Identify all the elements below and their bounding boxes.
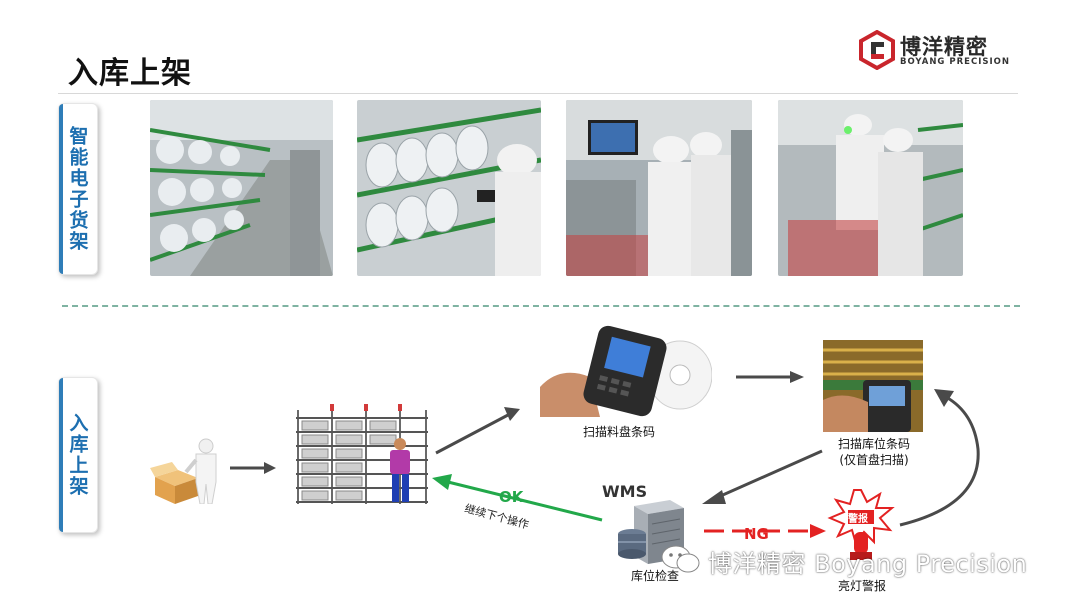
wechat-watermark-icon xyxy=(661,545,700,573)
arrow-to-wms-icon xyxy=(702,449,823,504)
wms-label: WMS xyxy=(602,482,648,501)
boyang-logo-icon xyxy=(859,30,895,70)
scan-location-photo xyxy=(823,340,923,432)
shelf-rack-icon xyxy=(296,404,428,504)
photo-scanning-reels xyxy=(357,100,541,276)
handheld-scanner-reel-icon xyxy=(540,325,712,417)
section-tab-smart-shelf-label: 智能电子货架 xyxy=(66,126,89,252)
scan-location-label: 扫描库位条码 (仅首盘扫描) xyxy=(820,436,928,468)
section-tab-inbound-label: 入库上架 xyxy=(66,413,89,497)
section-tab-smart-shelf: 智能电子货架 xyxy=(58,103,98,275)
worker-with-box-icon xyxy=(150,438,217,504)
ok-label: OK xyxy=(499,488,524,506)
photo-shelf-aisle xyxy=(150,100,333,276)
scan-location-label-line2: (仅首盘扫描) xyxy=(839,453,909,467)
title-divider xyxy=(58,93,1018,94)
watermark-text: 博洋精密 Boyang Precision xyxy=(708,550,1028,578)
alarm-light-icon xyxy=(827,489,895,560)
section-tab-inbound: 入库上架 xyxy=(58,377,98,533)
wms-server-icon xyxy=(618,500,684,564)
ok-arrow-icon xyxy=(432,474,603,522)
scan-material-label: 扫描料盘条码 xyxy=(582,425,655,439)
retry-curved-arrow-icon xyxy=(899,389,980,527)
alarm-light-label: 亮灯警报 xyxy=(837,579,886,593)
arrow-to-scan-location-icon xyxy=(736,371,804,383)
section-divider xyxy=(62,305,1020,307)
logo-name-cn: 博洋精密 xyxy=(900,35,988,59)
location-check-label: 库位检查 xyxy=(630,569,679,583)
arrow-to-scan-material-icon xyxy=(435,407,520,455)
logo-name-en: BOYANG PRECISION xyxy=(900,57,1010,67)
ng-label: NG xyxy=(744,525,769,543)
arrow-to-shelf-icon xyxy=(230,462,276,474)
ng-arrow-icon xyxy=(704,524,826,538)
page-title: 入库上架 xyxy=(68,56,192,91)
photo-shelving-workers xyxy=(778,100,963,276)
scan-location-label-line1: 扫描库位条码 xyxy=(837,437,910,451)
photo-workstation xyxy=(566,100,752,276)
alarm-badge-text: 警报 xyxy=(848,514,868,525)
